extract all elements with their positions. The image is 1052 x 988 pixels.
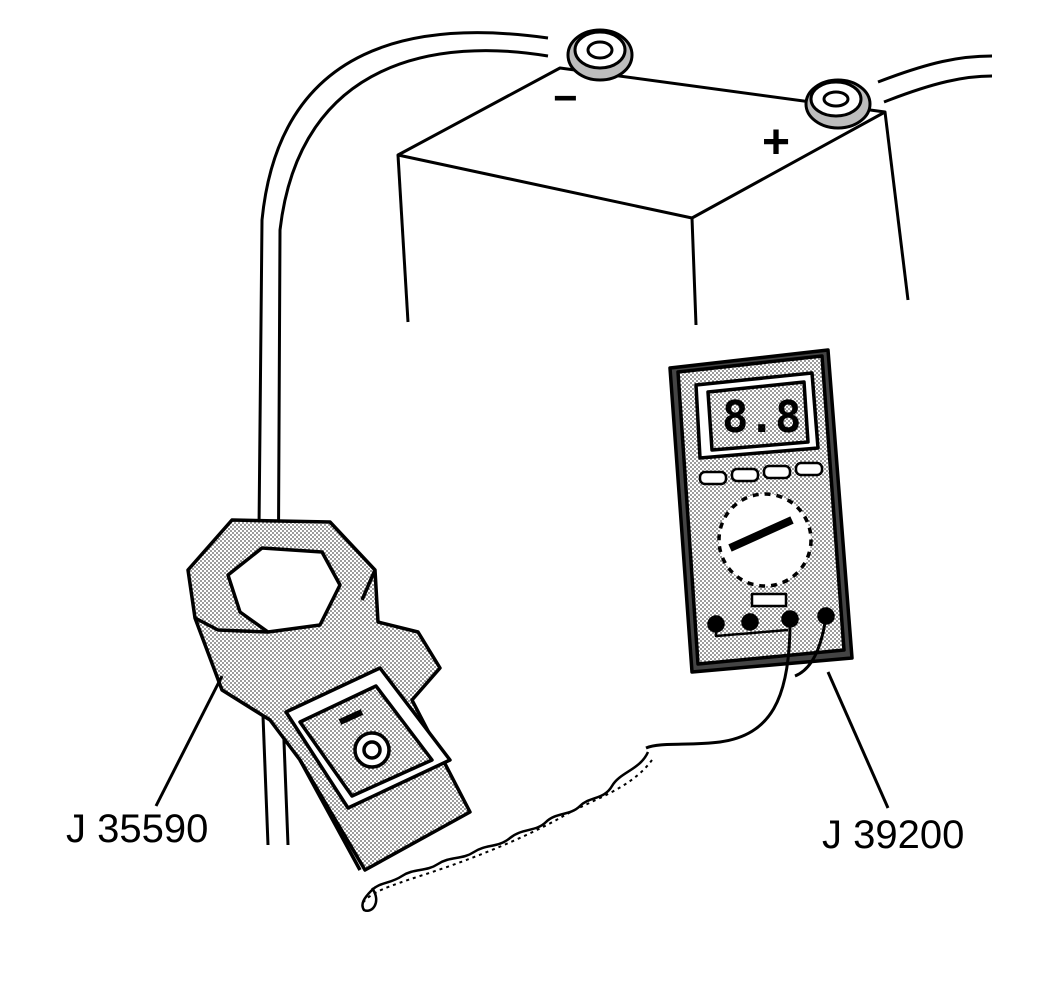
positive-symbol: +: [762, 116, 790, 169]
clamp-knob: [353, 731, 391, 769]
negative-symbol: −: [553, 74, 578, 121]
meter-label: J 39200: [822, 813, 964, 857]
positive-cable: [877, 54, 993, 104]
test-lead: [645, 615, 828, 750]
negative-terminal: [566, 28, 634, 82]
meter-mode-label: [750, 592, 788, 608]
meter-buttons: [698, 461, 824, 486]
clamp-label: J 35590: [66, 807, 208, 851]
battery: [396, 66, 910, 326]
battery-side-left: [396, 154, 410, 323]
meter-display-reading: 8.8: [722, 392, 801, 443]
inductive-clamp: [186, 518, 472, 872]
meter-leader-line: [826, 671, 890, 809]
clamp-jaw-opening: [226, 546, 342, 634]
battery-side-right: [883, 111, 910, 301]
clamp-leader-line: [154, 675, 224, 807]
multimeter: 8.8: [668, 348, 854, 674]
meter-rotary-dial: [717, 492, 813, 588]
positive-terminal: [804, 78, 872, 130]
coiled-cord: [361, 751, 650, 913]
battery-edge-front: [690, 217, 698, 326]
